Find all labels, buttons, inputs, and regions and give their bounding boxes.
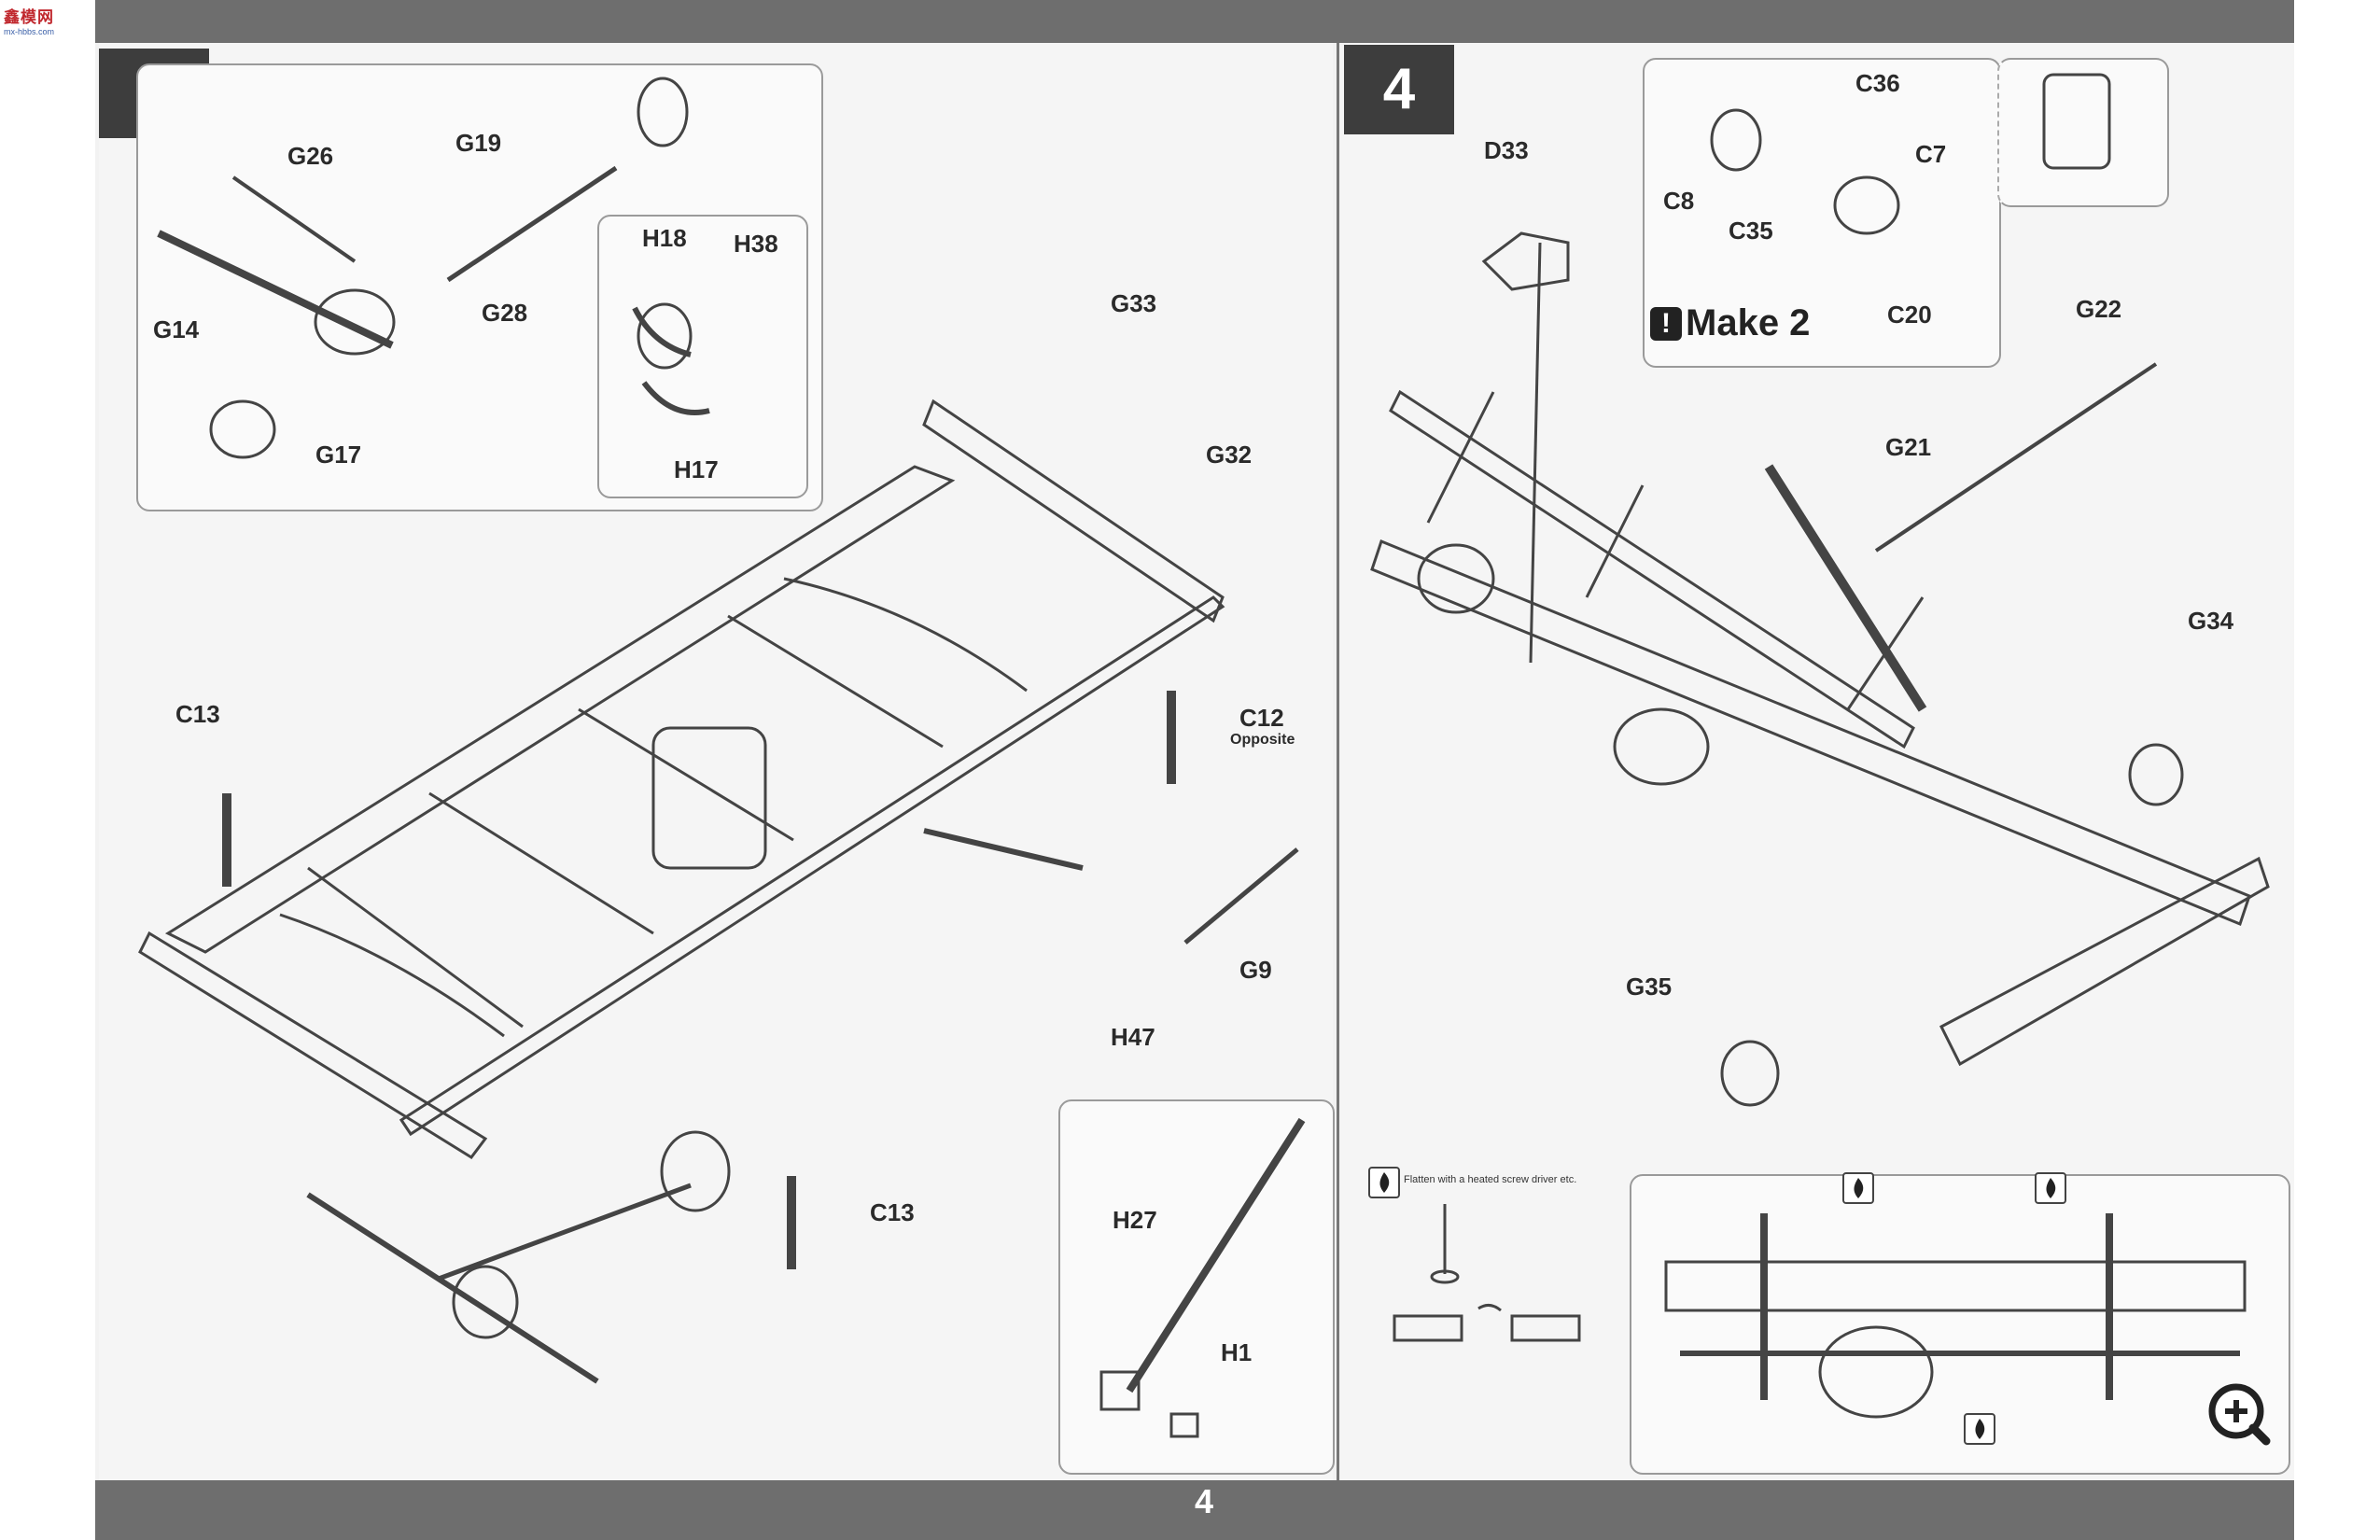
step3-rear-bumper [138,931,488,1159]
label-G35: G35 [1626,973,1673,1001]
step4-hub-inset [1997,58,2169,207]
label-G21: G21 [1885,433,1932,461]
page-number: 4 [1194,1482,1214,1520]
label-H47: H47 [1111,1023,1155,1051]
step3-frame-right-rail [399,595,1225,1137]
label-H27: H27 [1113,1206,1157,1234]
flame-icon-glyph [2046,1178,2056,1198]
site-logo-name: 鑫模网 [4,8,54,26]
label-C35: C35 [1729,217,1773,245]
label-G14: G14 [153,315,200,343]
flame-icon [1964,1413,1995,1445]
step4-number: 4 [1344,45,1454,134]
flame-icon [2035,1172,2066,1204]
step3-frame-left-rail [164,465,956,954]
flame-icon [1842,1172,1874,1204]
exclamation-icon: ! [1650,307,1682,341]
label-H18: H18 [642,224,687,252]
step3-front-crossmember [922,399,1225,623]
label-C13-shock: C13 [175,700,220,728]
label-D33: D33 [1484,136,1529,164]
site-logo-url: mx-hbbs.com [4,27,55,36]
label-H17: H17 [674,455,719,483]
label-G22: G22 [2076,295,2122,323]
label-G9: G9 [1239,956,1272,984]
label-G33: G33 [1111,289,1157,317]
label-G34: G34 [2188,607,2234,635]
label-C12-opposite: Opposite [1230,732,1295,748]
step4-frame-right-rail [1389,389,1915,749]
label-G26: G26 [287,142,334,170]
label-H1: H1 [1221,1338,1253,1366]
label-G28: G28 [482,299,528,327]
flatten-note: Flatten with a heated screw driver etc. [1404,1174,1577,1185]
top-band [95,0,2294,43]
label-G32: G32 [1206,441,1253,469]
site-logo: 鑫模网 mx-hbbs.com [4,4,65,36]
step4-make2-inset [1643,58,2001,368]
label-G17: G17 [315,441,362,469]
make-2-note: !Make 2 [1650,302,1810,344]
label-C13-rear: C13 [870,1198,915,1226]
step4-rear-view-inset [1630,1174,2290,1475]
step3-brake-inset [597,215,808,498]
label-C8: C8 [1663,187,1695,215]
label-H38: H38 [734,230,778,258]
flame-icon-glyph [1379,1172,1390,1193]
label-C20: C20 [1887,301,1932,329]
step4-front-bumper [1939,856,2270,1067]
label-C36: C36 [1855,69,1900,97]
page-divider [1337,43,1339,1480]
flame-icon-glyph [1854,1178,1864,1198]
label-C12: C12 [1239,704,1284,732]
flame-icon [1368,1167,1400,1198]
zoom-in-icon[interactable] [2205,1379,2272,1447]
label-C7: C7 [1915,140,1947,168]
step4-frame-left-rail [1370,539,2251,926]
flame-icon-glyph [1975,1419,1985,1439]
label-G19: G19 [455,129,502,157]
bottom-band [95,1480,2294,1540]
make-2-text: Make 2 [1686,302,1811,343]
zoom-in-icon-glyph [2208,1383,2271,1446]
